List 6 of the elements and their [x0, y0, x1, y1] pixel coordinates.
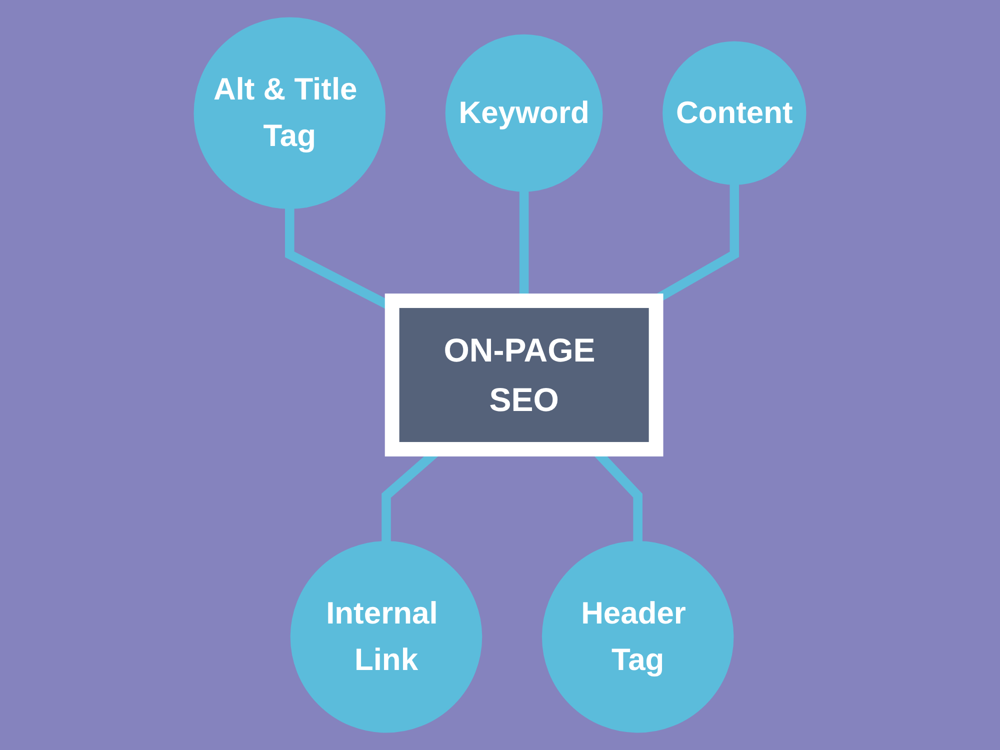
node-circle: Alt & Title Tag — [194, 17, 386, 209]
node-circle: Header Tag — [542, 541, 734, 733]
node-circle: Keyword — [445, 34, 603, 192]
node-circle: Internal Link — [290, 541, 482, 733]
node-circle: Content — [662, 41, 806, 185]
node-box: ON-PAGE SEO — [384, 294, 664, 456]
